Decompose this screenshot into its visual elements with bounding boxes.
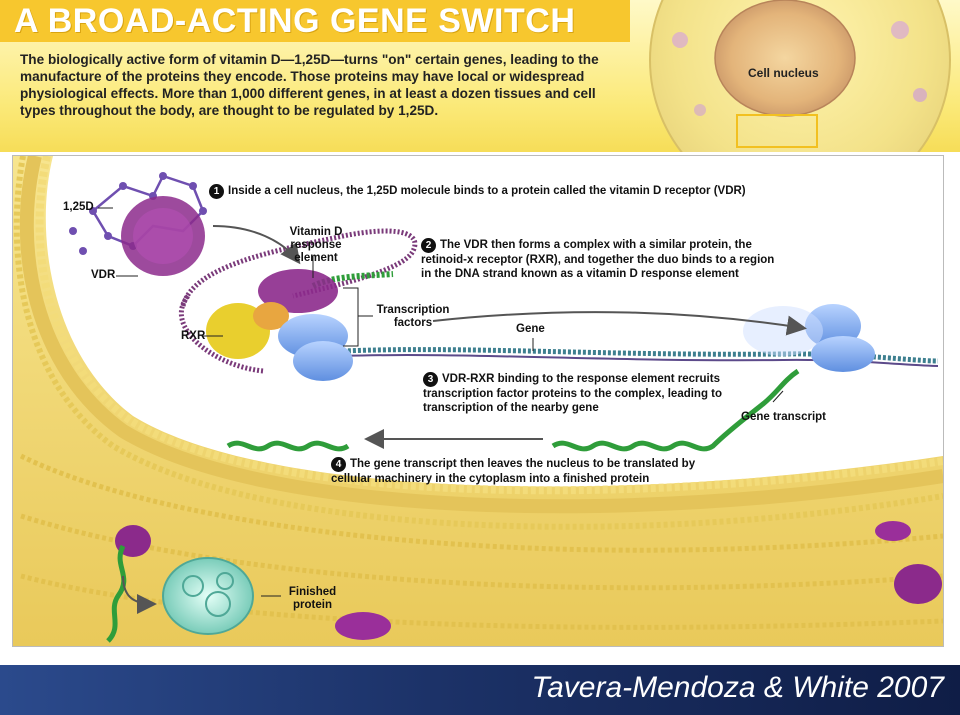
diagram-svg (13, 156, 943, 646)
nuclear-envelope-inner (35, 156, 943, 495)
diagram-panel: 1,25D VDR RXR Vitamin D response element… (12, 155, 944, 647)
step-1: 1 Inside a cell nucleus, the 1,25D molecu… (209, 184, 769, 199)
cytoplasm (13, 156, 943, 646)
step-4-number: 4 (331, 457, 346, 472)
step-3-text: VDR-RXR binding to the response element … (423, 373, 723, 414)
step-1-text: Inside a cell nucleus, the 1,25D molecul… (228, 185, 746, 197)
cell-nucleus-illustration (649, 0, 951, 152)
cell-nucleus-label: Cell nucleus (748, 66, 819, 80)
label-gene: Gene (516, 323, 545, 335)
step-4-text: The gene transcript then leaves the nucl… (331, 458, 696, 485)
vdr-complex (258, 269, 338, 313)
step-1-number: 1 (209, 184, 224, 199)
step-2-number: 2 (421, 238, 436, 253)
gene-transcript (551, 368, 800, 452)
label-transcription-factors: Transcription factors (376, 304, 450, 329)
label-1-25d: 1,25D (63, 201, 94, 213)
citation-credit: Tavera-Mendoza & White 2007 (531, 671, 944, 704)
footer-bar: Tavera-Mendoza & White 2007 (0, 665, 960, 715)
label-finished-protein: Finished protein (288, 586, 337, 611)
step-3-number: 3 (423, 372, 438, 387)
label-gene-transcript: Gene transcript (741, 411, 826, 423)
label-vitamin-d-response-element: Vitamin D response element (289, 226, 343, 264)
nuclear-envelope-outer (19, 156, 943, 514)
header: A BROAD-ACTING GENE SWITCH The biologica… (0, 0, 960, 152)
step-2-text: The VDR then forms a complex with a simi… (421, 239, 775, 280)
dna-strand (180, 228, 418, 307)
intro-text: The biologically active form of vitamin … (20, 52, 599, 118)
page-title: A BROAD-ACTING GENE SWITCH (14, 2, 576, 40)
label-rxr: RXR (181, 330, 206, 342)
label-vdr: VDR (91, 269, 116, 281)
title-bar: A BROAD-ACTING GENE SWITCH (0, 0, 630, 42)
